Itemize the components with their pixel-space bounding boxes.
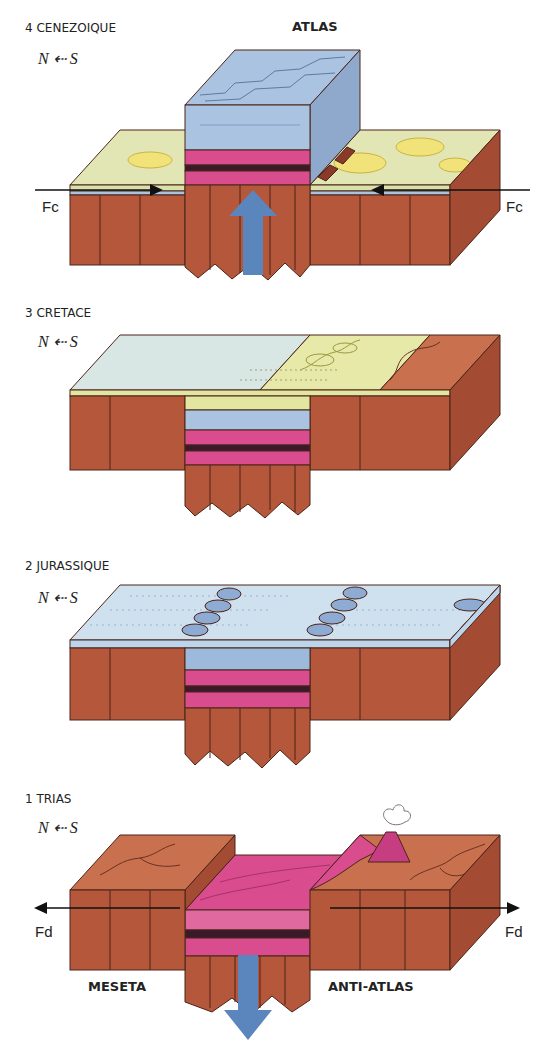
period-title: 2 JURASSIQUE [25,560,109,573]
region-name: MESETA [88,980,146,994]
force-label: Fc [506,199,523,216]
orientation-label: N ⇠ S [38,333,78,351]
period-title: 3 CRETACE [25,307,91,320]
force-label: Fd [35,924,53,941]
orientation-label: N ⇠ S [38,819,78,837]
region-name: ATLAS [292,20,338,34]
orientation-label: N ⇠ S [38,589,78,607]
force-label: Fc [42,199,59,216]
region-name: ANTI-ATLAS [328,980,414,994]
orientation-label: N ⇠ S [38,50,78,68]
period-title: 4 CENEZOIQUE [25,22,116,35]
period-title: 1 TRIAS [25,793,71,806]
force-label: Fd [505,924,523,941]
